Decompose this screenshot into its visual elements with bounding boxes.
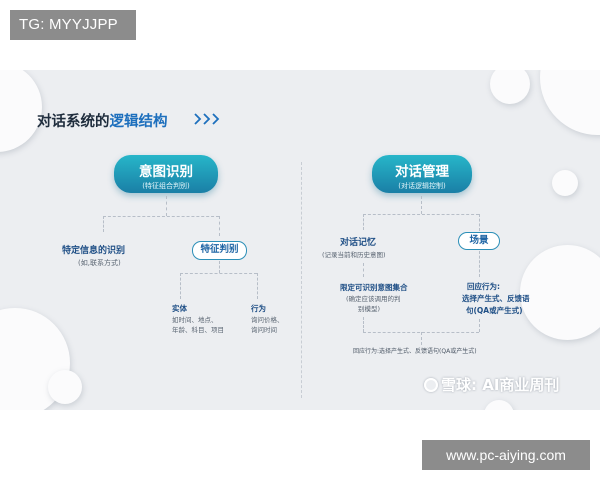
bottom-note: 回应行为:选择产生式、反馈语句(QA或产生式) (353, 348, 477, 355)
scene-node: 场景 (458, 232, 500, 250)
connector-line (363, 317, 364, 332)
connector-line (166, 196, 167, 216)
specific-info-title: 特定信息的识别 (62, 246, 126, 256)
heading-text: 对话系统的 (37, 114, 110, 130)
slide-heading: 对话系统的逻辑结构 (37, 110, 168, 131)
entity-line-1: 如时间、地点、 (172, 316, 218, 324)
center-divider (301, 162, 302, 398)
intent-recognition-title: 意图识别 (139, 164, 193, 180)
connector-line (257, 273, 258, 299)
decor-circle (540, 70, 600, 135)
behavior-line-1: 询问价格、 (251, 316, 284, 324)
connector-line (180, 273, 257, 274)
decor-circle (484, 400, 514, 410)
intent-recognition-pill: 意图识别 (特征组合判别) (114, 155, 218, 193)
connector-line (421, 332, 422, 345)
dialogue-management-title: 对话管理 (395, 164, 449, 180)
specific-info-sub: (如,联系方式) (78, 259, 121, 267)
decor-circle (0, 70, 42, 152)
respond-behavior-title: 回应行为: (467, 282, 500, 291)
behavior-line-2: 询问时间 (251, 326, 277, 334)
behavior-title: 行为 (251, 304, 266, 313)
connector-line (363, 214, 364, 230)
entity-line-2: 年龄、科目、项目 (172, 326, 224, 334)
dialogue-management-pill: 对话管理 (对话逻辑控制) (372, 155, 472, 193)
heading-accent: 逻辑结构 (109, 114, 168, 130)
connector-line (421, 196, 422, 214)
watermark: 雪球: AI商业周刊 (424, 374, 559, 395)
snowball-logo-icon (424, 378, 438, 392)
connector-line (479, 214, 480, 231)
decor-circle (552, 170, 578, 196)
connector-line (219, 261, 220, 273)
decor-circle (490, 70, 530, 104)
connector-line (479, 319, 480, 332)
connector-line (219, 216, 220, 236)
connector-line (363, 263, 364, 277)
dialogue-memory-sub: (记录当前和历史意图) (322, 251, 386, 259)
respond-behavior-line-3: 句(QA或产生式) (466, 306, 523, 315)
connector-line (180, 273, 181, 299)
dialogue-management-subtitle: (对话逻辑控制) (398, 182, 446, 190)
feature-judge-node: 特征判别 (192, 241, 247, 260)
top-tag: TG: MYYJJPP (10, 10, 136, 40)
limit-intent-sub-2: 别模型) (358, 305, 381, 313)
intent-recognition-subtitle: (特征组合判别) (142, 182, 190, 190)
decor-circle (520, 245, 600, 340)
limit-intent-title: 限定可识别意图集合 (340, 283, 408, 292)
triple-chevron-right-icon (194, 113, 220, 125)
decor-circle (48, 370, 82, 404)
bottom-url-tag: www.pc-aiying.com (422, 440, 590, 470)
entity-title: 实体 (172, 304, 187, 313)
slide-image: 对话系统的逻辑结构 意图识别 (特征组合判别) 特定信息的识别 (如,联系方式)… (0, 70, 600, 410)
limit-intent-sub-1: (确定应该调用的判 (346, 295, 401, 303)
connector-line (103, 216, 219, 217)
connector-line (103, 216, 104, 232)
connector-line (479, 251, 480, 277)
dialogue-memory-title: 对话记忆 (340, 238, 377, 248)
connector-line (363, 214, 479, 215)
respond-behavior-line-2: 选择产生式、反馈语 (462, 294, 530, 303)
watermark-text: 雪球: AI商业周刊 (441, 376, 560, 394)
